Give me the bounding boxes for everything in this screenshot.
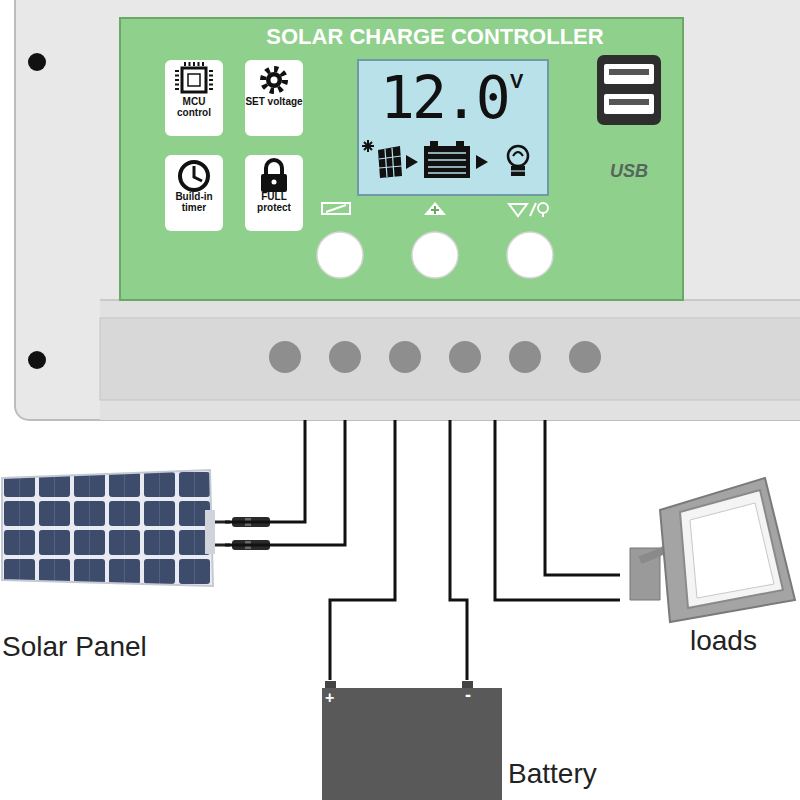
green-panel	[120, 18, 683, 300]
usb-ports	[597, 55, 661, 125]
feature-label: Build-in timer	[165, 192, 223, 213]
feature-label: MCU control	[165, 97, 223, 118]
feature-box: SET voltage	[245, 60, 303, 136]
voltage-reading: 12.0	[380, 64, 508, 132]
buttons	[317, 232, 553, 278]
part-name: loads	[690, 625, 757, 657]
feature-box: MCU control	[165, 60, 223, 136]
feature-label: SET voltage	[245, 97, 303, 108]
lcd-icons	[362, 140, 528, 178]
solar-panel: Solar Panel	[0, 465, 225, 665]
terminal-row	[269, 341, 601, 373]
wire	[330, 420, 395, 680]
lcd-screen	[358, 60, 548, 195]
clock-icon	[180, 162, 208, 190]
wire	[495, 420, 620, 600]
device-title: SOLAR CHARGE CONTROLLER	[225, 24, 645, 50]
battery	[322, 681, 502, 800]
usb-port: USB	[595, 55, 663, 190]
part-name: Battery	[508, 758, 597, 790]
battery: +-	[320, 680, 505, 800]
polarity-mark: -	[465, 685, 471, 706]
gear-icon	[263, 69, 285, 91]
usb-label: USB	[595, 161, 663, 182]
wire	[545, 420, 620, 575]
controller-housing: SOLAR CHARGE CONTROLLER MCU control SET vo…	[15, 0, 800, 420]
unit-label: V	[510, 70, 523, 93]
lock-icon	[261, 160, 287, 192]
icon-boxes	[165, 60, 303, 231]
lcd-display: 12.0V	[358, 60, 548, 195]
wire	[225, 420, 345, 545]
button-symbols	[322, 202, 548, 217]
feature-box: Build-in timer	[165, 155, 223, 231]
wire	[450, 420, 467, 680]
feature-box: FULL protect	[245, 155, 303, 231]
feature-label: FULL protect	[245, 192, 303, 213]
part-name: Solar Panel	[2, 631, 147, 663]
solar-panel	[2, 470, 270, 586]
chip-icon	[177, 64, 211, 92]
wire	[225, 420, 305, 522]
controller-housing	[15, 0, 800, 420]
flood-lamp	[630, 478, 795, 622]
flood-lamp: loads	[620, 465, 798, 665]
polarity-mark: +	[325, 689, 334, 707]
